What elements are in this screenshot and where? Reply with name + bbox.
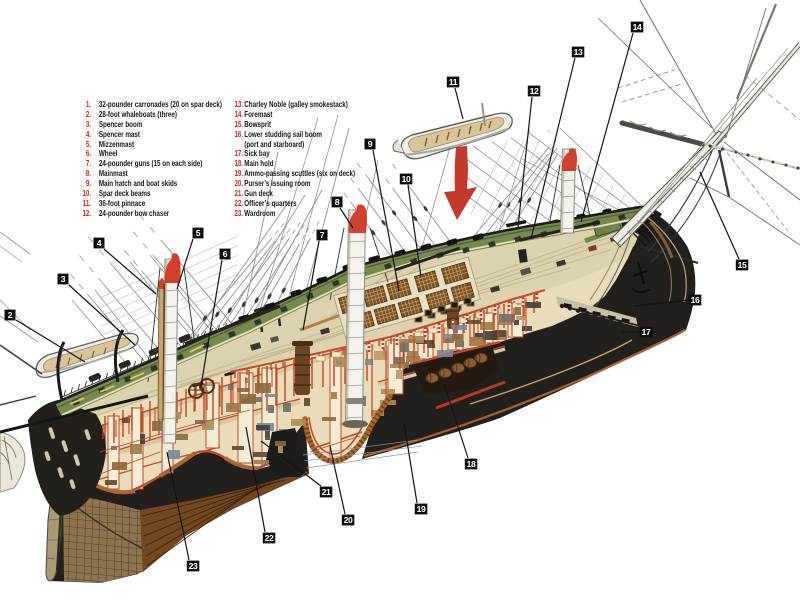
svg-text:18: 18 (467, 459, 476, 469)
svg-text:16: 16 (691, 295, 700, 305)
svg-text:14: 14 (633, 22, 642, 32)
svg-text:22: 22 (265, 533, 274, 543)
svg-text:3: 3 (61, 274, 66, 284)
svg-text:12: 12 (530, 86, 539, 96)
svg-text:17: 17 (642, 327, 651, 337)
svg-text:8: 8 (335, 197, 340, 207)
svg-text:21: 21 (322, 487, 331, 497)
svg-text:2: 2 (8, 310, 13, 320)
svg-text:20: 20 (344, 515, 353, 525)
svg-text:19: 19 (417, 504, 426, 514)
svg-text:4: 4 (97, 238, 102, 248)
svg-text:9: 9 (368, 139, 373, 149)
svg-text:5: 5 (196, 228, 201, 238)
svg-text:10: 10 (402, 174, 411, 184)
svg-text:11: 11 (449, 77, 458, 87)
svg-text:6: 6 (223, 249, 228, 259)
svg-text:23: 23 (189, 561, 198, 571)
svg-text:7: 7 (320, 230, 325, 240)
svg-text:13: 13 (574, 47, 583, 57)
svg-text:15: 15 (738, 260, 747, 270)
